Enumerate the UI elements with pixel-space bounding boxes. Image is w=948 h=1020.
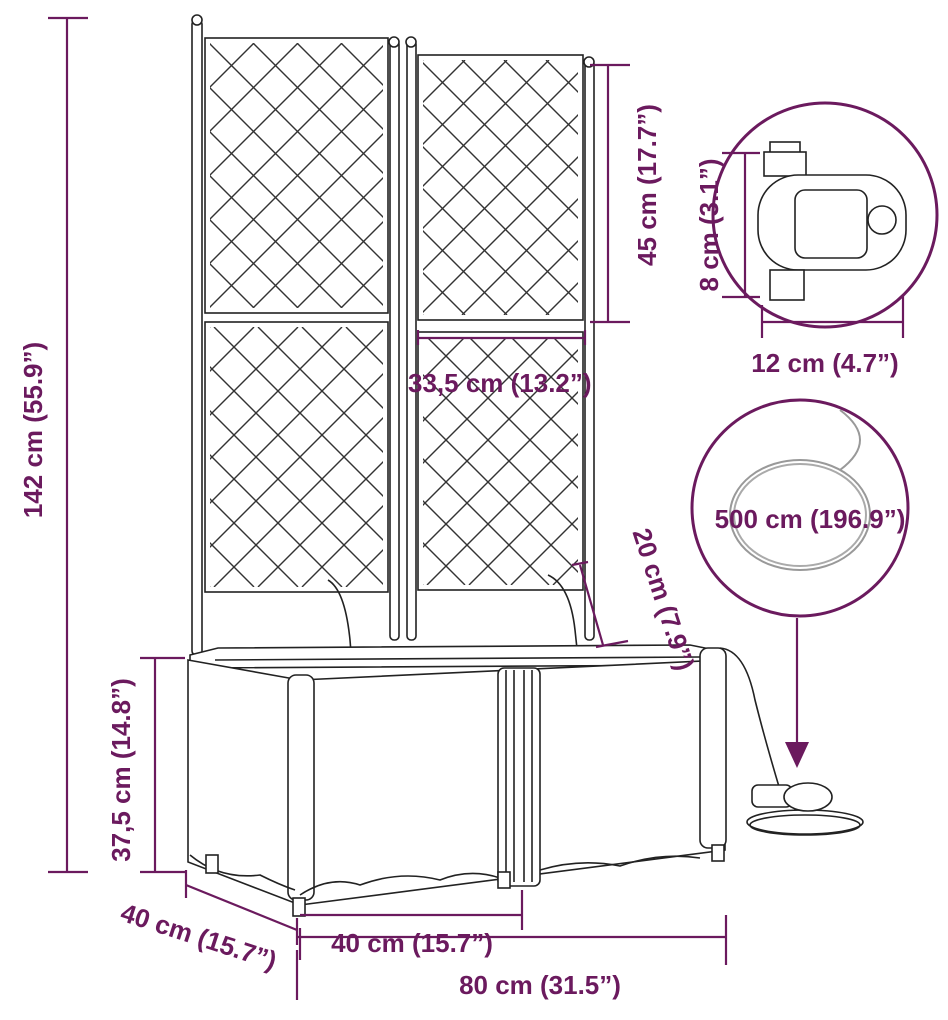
lattice-bar xyxy=(210,327,343,460)
lattice-bar xyxy=(213,417,383,587)
lattice-bar xyxy=(210,373,383,548)
lattice-bar xyxy=(210,43,211,44)
lattice-bar xyxy=(468,337,578,447)
lattice-bar xyxy=(252,177,383,308)
lattice-bar xyxy=(423,188,550,315)
lattice-bar xyxy=(423,314,424,315)
water-timer-icon xyxy=(757,141,907,301)
label-timer-width: 12 cm (4.7”) xyxy=(751,348,898,378)
lattice-bar xyxy=(423,72,578,229)
label-trellis-panel-width: 33,5 cm (13.2”) xyxy=(408,368,592,398)
supply-hose xyxy=(719,647,781,791)
trellis-post-left xyxy=(191,19,203,656)
lattice-bar xyxy=(461,198,578,315)
label-height-total: 142 cm (55.9”) xyxy=(18,342,48,518)
lattice-bar xyxy=(461,60,578,177)
lattice-bar xyxy=(257,327,383,453)
lattice-bar xyxy=(345,327,383,365)
trellis-post-right xyxy=(584,59,595,641)
dimension-lines xyxy=(48,16,728,1000)
lattice-bar xyxy=(210,327,299,416)
arrow-down-icon xyxy=(785,618,809,768)
lattice-bar xyxy=(423,230,508,315)
lattice-bar xyxy=(345,549,383,587)
lattice-bar xyxy=(423,391,578,548)
lattice-bar xyxy=(296,43,383,130)
lattice-bar xyxy=(423,114,578,271)
hose-detail-circle xyxy=(690,398,910,618)
label-timer-height: 8 cm (3.1”) xyxy=(694,159,724,292)
lattice-bar xyxy=(423,542,466,585)
lattice-bar xyxy=(301,505,383,587)
lattice-bar xyxy=(257,461,383,587)
lattice-bar xyxy=(503,240,578,315)
lattice-bar xyxy=(468,475,578,585)
trellis xyxy=(191,14,595,656)
lattice-bar xyxy=(423,156,578,313)
lattice-bar xyxy=(210,542,255,587)
lattice-bar xyxy=(301,327,383,409)
lattice-bar xyxy=(210,327,255,372)
water-timer-small xyxy=(746,782,864,836)
lattice-bar xyxy=(210,498,299,587)
lattice-bar xyxy=(423,349,578,506)
lattice-bar xyxy=(423,60,550,187)
lattice-bar xyxy=(210,263,255,308)
lattice-bar xyxy=(210,133,383,308)
label-box-width: 40 cm (15.7”) xyxy=(331,928,493,958)
planter-box xyxy=(187,644,727,917)
lattice-bar xyxy=(426,433,578,585)
label-hose-length: 500 cm (196.9”) xyxy=(715,504,906,534)
timer-detail-circle xyxy=(711,101,939,338)
lattice-bar xyxy=(296,221,383,308)
lattice-bar xyxy=(423,60,508,145)
lattice-bar xyxy=(423,337,466,380)
lattice-bar xyxy=(210,329,383,504)
label-box-height: 37,5 cm (14.8”) xyxy=(106,678,136,862)
lattice-bar xyxy=(210,307,211,308)
lattice-bar xyxy=(510,337,578,405)
label-depth: 40 cm (15.7”) xyxy=(117,897,280,976)
lattice-bar xyxy=(423,60,424,61)
lattice-bar xyxy=(423,584,424,585)
lattice-bar xyxy=(423,337,550,464)
lattice-bar xyxy=(423,500,508,585)
lattice-bar xyxy=(210,43,255,88)
lattice-bar xyxy=(252,43,383,174)
lattice-bar xyxy=(210,89,383,264)
trellis-panel-bottom-right xyxy=(417,331,584,591)
label-trellis-panel-height: 45 cm (17.7”) xyxy=(632,104,662,266)
lattice-bar xyxy=(503,60,578,135)
lattice-bar xyxy=(423,337,424,338)
label-total-width: 80 cm (31.5”) xyxy=(459,970,621,1000)
lattice xyxy=(210,43,578,587)
lattice-bar xyxy=(423,337,508,422)
hose-coil-icon xyxy=(729,409,871,571)
trellis-panel-top-left xyxy=(204,37,389,314)
trellis-post-center-left xyxy=(389,39,400,641)
trellis-post-center-right xyxy=(406,39,417,641)
lattice-bar xyxy=(510,517,578,585)
trellis-panel-top-right xyxy=(417,54,584,321)
trellis-panel-bottom-left xyxy=(204,321,389,593)
